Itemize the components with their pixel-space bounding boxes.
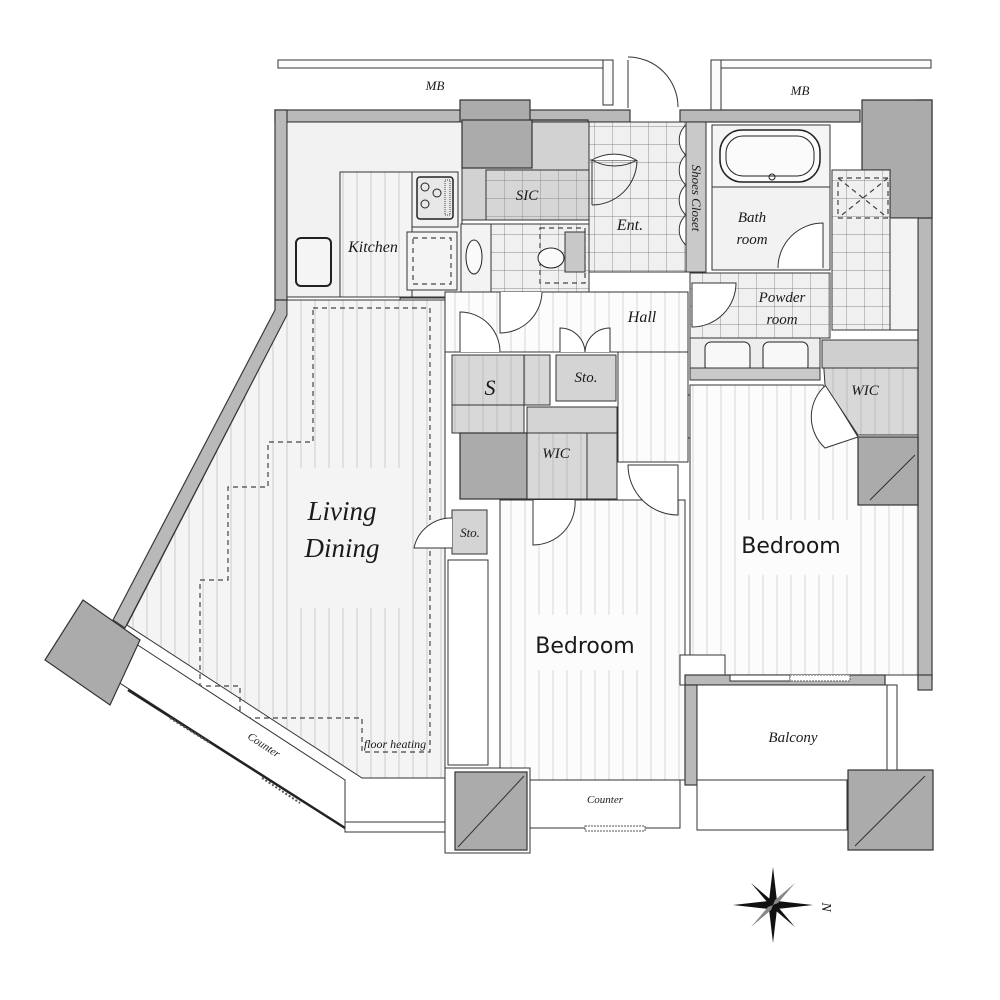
label-bedroom-1: Bedroom [535, 634, 635, 659]
kitchen-floor [339, 171, 413, 298]
fridge-space [406, 231, 458, 291]
sink-icon [295, 237, 332, 287]
label-hall: Hall [627, 309, 657, 326]
label-mb-left: MB [425, 78, 445, 93]
shoes-closet [685, 121, 707, 273]
label-bedroom-2: Bedroom [741, 534, 841, 559]
sic-door[interactable] [591, 153, 637, 161]
label-storage-s: S [485, 375, 496, 400]
compass-rose-icon [733, 867, 813, 943]
label-bath-line1: Bath [738, 210, 766, 226]
label-floor-heating: floor heating [364, 737, 426, 751]
closet-strip [447, 559, 489, 766]
sto-living-door[interactable] [413, 517, 453, 549]
balcony [696, 684, 888, 781]
hall-corridor [617, 351, 689, 463]
label-living-line2: Dining [303, 533, 379, 563]
stove-icon [416, 176, 454, 220]
toilet-door[interactable] [499, 291, 543, 334]
bedroom-counter [529, 779, 681, 829]
label-powder-line1: Powder [758, 290, 806, 306]
corner-column-left [44, 599, 141, 706]
storage-s-door[interactable] [459, 311, 501, 353]
entrance-door-swing [627, 56, 679, 108]
entrance-area [588, 121, 687, 273]
label-counter-bedroom: Counter [587, 794, 624, 806]
living-dining [126, 299, 446, 779]
powder-room-door[interactable] [691, 282, 737, 328]
wic-center [526, 432, 588, 500]
label-sto-living: Sto. [460, 525, 480, 540]
utility-area [831, 169, 891, 331]
label-shoes-closet: Shoes Closet [689, 165, 704, 232]
bathtub-icon [719, 129, 821, 183]
label-entrance: Ent. [616, 217, 643, 234]
label-wic-center: WIC [542, 446, 570, 462]
label-sto-hall: Sto. [575, 370, 598, 386]
label-wic-right: WIC [851, 383, 879, 399]
storage-hall [555, 354, 617, 402]
sto-double-door[interactable] [559, 327, 611, 353]
shoes-closet-doors[interactable] [678, 124, 687, 246]
bedroom1-door[interactable] [627, 464, 679, 516]
label-kitchen: Kitchen [347, 239, 398, 256]
washbasin-icon [465, 239, 483, 275]
storage-living [451, 509, 488, 555]
label-living-line1: Living [306, 496, 376, 526]
label-powder-line2: room [766, 312, 797, 328]
compass-north-label: N [818, 901, 833, 912]
label-bath-line2: room [736, 232, 767, 248]
label-mb-right: MB [790, 83, 810, 98]
label-balcony: Balcony [768, 730, 817, 746]
label-sic: SIC [516, 188, 539, 204]
structural-column [459, 432, 528, 500]
bedroom1-door-wic[interactable] [532, 499, 576, 546]
mb-left-box [277, 59, 614, 106]
toilet-icon [537, 247, 565, 269]
bathroom-door[interactable] [777, 222, 824, 269]
wic-right-door[interactable] [810, 384, 859, 449]
